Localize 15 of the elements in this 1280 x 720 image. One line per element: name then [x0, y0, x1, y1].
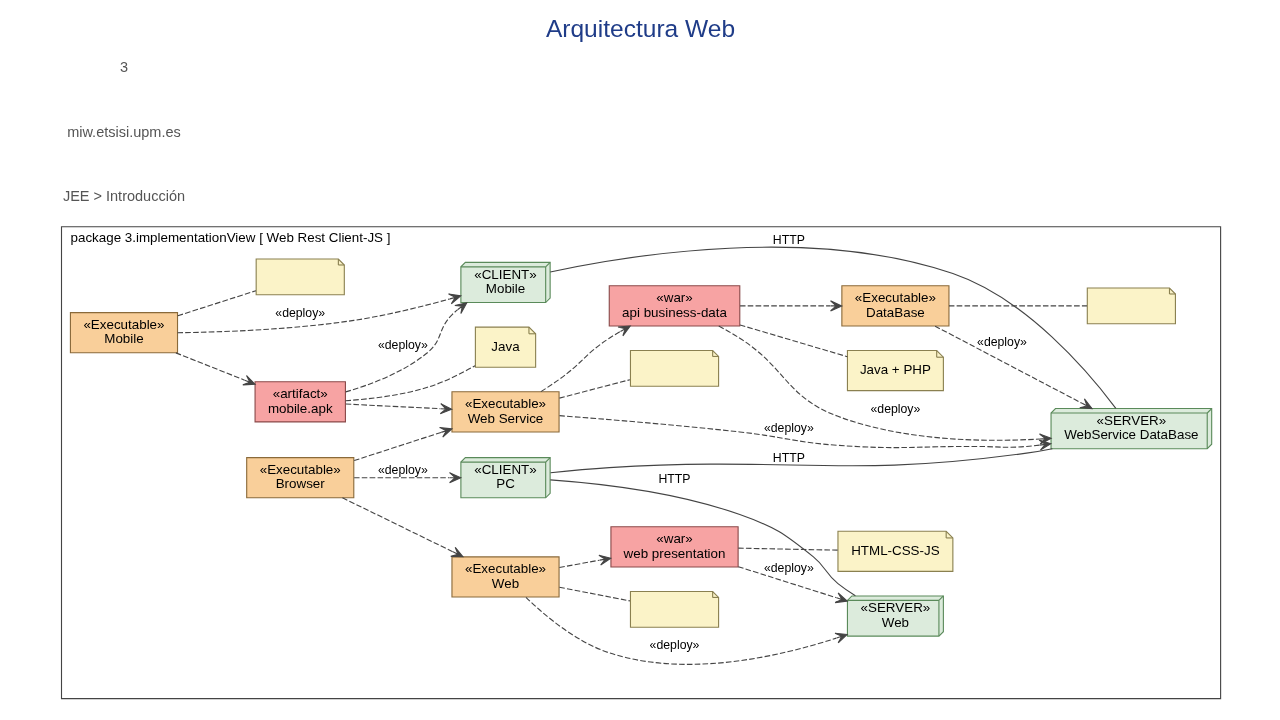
- edge-label: HTTP: [658, 472, 691, 487]
- label: miw.etsisi.upm.es: [66, 123, 181, 140]
- edge-label: «deploy»: [377, 463, 428, 478]
- edge-label: «deploy»: [870, 401, 920, 416]
- edge-label: HTTP: [772, 233, 805, 248]
- edge-label: «deploy»: [274, 305, 325, 320]
- edge-label: «deploy»: [763, 420, 814, 435]
- edge-label: «deploy»: [649, 638, 699, 653]
- edge-label: «deploy»: [377, 338, 428, 353]
- edge-label: «deploy»: [763, 561, 814, 576]
- diagram-title: Arquitectura Web: [545, 14, 735, 42]
- label: 3: [119, 59, 128, 76]
- label: JEE > Introducción: [62, 188, 185, 205]
- edge-label: «deploy»: [976, 334, 1027, 349]
- edge-label: HTTP: [772, 450, 805, 465]
